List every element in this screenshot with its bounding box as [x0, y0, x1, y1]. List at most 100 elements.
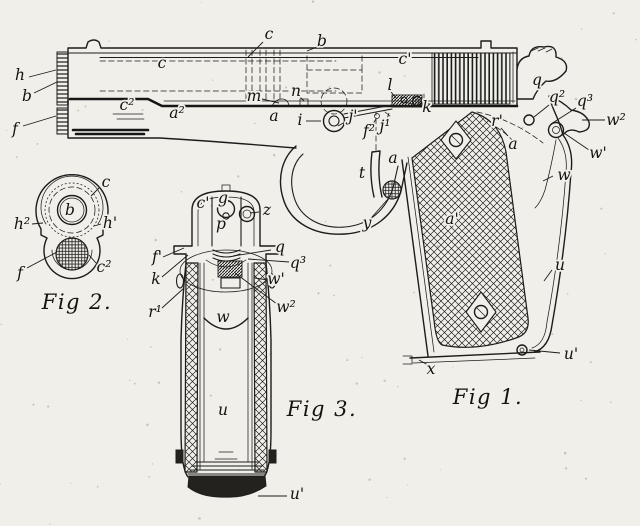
paper-speckle: [317, 292, 320, 295]
grip-panel: [411, 111, 529, 348]
leader-line-fig1-20: [371, 198, 389, 218]
part-label-fig1-5: a²: [169, 104, 184, 122]
part-label-fig1-6: c: [265, 25, 274, 43]
leader-line-fig2-35: [31, 222, 44, 225]
paper-speckle: [211, 278, 214, 281]
paper-speckle: [589, 361, 592, 364]
paper-speckle: [23, 70, 25, 73]
part-label-fig3-48: w': [267, 270, 285, 288]
sear-spring: [384, 93, 425, 117]
part-label-fig1-18: t: [359, 164, 366, 182]
c2-underline: [112, 113, 145, 120]
paper-speckle: [49, 523, 51, 525]
leader-line-fig1-32: [418, 359, 429, 366]
backstrap-inner: [531, 137, 567, 349]
part-label-fig3-45: r¹: [148, 303, 162, 321]
paper-speckle: [564, 467, 568, 470]
paper-speckle: [439, 469, 441, 471]
recoil-plug-front: [56, 107, 69, 135]
safety-lock-pin-center: [552, 126, 560, 134]
safety-lock-pin: [547, 121, 565, 139]
barrel-bushing-front: [56, 51, 69, 106]
grip-screw-top-slot: [451, 135, 461, 145]
paper-speckle: [108, 40, 110, 42]
fig3-grip-rear-view: [173, 184, 279, 498]
paper-speckle: [96, 485, 99, 488]
paper-speckle: [36, 142, 39, 145]
leader-line-fig1-6: [247, 41, 264, 58]
fig2-muzzle-front-view: [35, 174, 109, 280]
part-label-fig1-25: w²: [606, 111, 625, 129]
paper-speckle: [150, 346, 152, 348]
part-label-fig1-10: n: [291, 82, 301, 100]
leader-line-fig1-10: [299, 96, 305, 102]
paper-speckle: [68, 44, 70, 46]
leader-line-fig3-46: [232, 249, 272, 257]
paper-speckle: [146, 423, 149, 427]
front-strap-inner: [407, 156, 435, 353]
fig2-inner-arc: [40, 175, 104, 225]
part-label-fig3-51: u: [218, 401, 228, 419]
fig2-barrel-bore: [59, 197, 85, 223]
leader-line-fig1-14: [370, 118, 377, 128]
fig3-base-nub-right: [268, 449, 277, 464]
front-strap: [401, 159, 429, 357]
leader-line-fig1-30: [543, 269, 553, 282]
frame-front-shadow: [71, 128, 150, 136]
paper-speckle: [148, 475, 151, 478]
paper-speckle: [154, 238, 157, 242]
fig3-inner-walls: [199, 262, 253, 471]
leader-line-fig1-0: [28, 69, 57, 78]
paper-speckle: [15, 156, 18, 159]
paper-speckle: [521, 126, 524, 129]
paper-speckle: [386, 496, 388, 499]
part-label-fig1-24: r': [491, 112, 503, 130]
firing-pin-circle: [216, 199, 236, 219]
part-label-fig1-19: a: [388, 149, 397, 167]
leader-line-fig3-43: [162, 247, 185, 258]
paper-speckle: [151, 463, 154, 465]
paper-speckle: [346, 359, 349, 362]
paper-speckle: [209, 394, 212, 397]
paper-speckle: [566, 293, 569, 295]
paper-speckle: [328, 86, 331, 88]
fig3-grip-hatch-right: [253, 262, 268, 473]
fig2-outline: [35, 174, 109, 280]
paper-speckle: [378, 71, 381, 74]
part-label-fig1-2: f: [11, 120, 21, 138]
part-label-fig1-8: c': [399, 50, 412, 68]
fig3-grip-left-edge: [180, 262, 189, 478]
paper-speckle: [563, 451, 567, 455]
disconnector-block: [299, 98, 309, 107]
leader-line-fig3-42: [249, 211, 260, 214]
paper-speckle: [49, 213, 51, 215]
leader-line-fig2-33: [90, 187, 100, 197]
paper-speckle: [32, 403, 35, 406]
part-label-fig2-34: b: [65, 201, 75, 219]
leader-line-fig1-31: [528, 349, 561, 354]
fig1-pistol-side-view: [56, 39, 590, 365]
hammer-pin-center: [414, 98, 420, 104]
barrel-hidden-lines: [99, 60, 337, 92]
fig3-caption: Fig 3.: [286, 397, 357, 421]
chamber-hidden: [306, 52, 363, 94]
leader-line-fig3-47: [247, 258, 290, 263]
leader-line-fig3-49: [234, 272, 278, 305]
leader-line-fig2-37: [26, 251, 58, 269]
paper-speckle: [407, 484, 409, 486]
paper-speckle: [604, 252, 606, 255]
part-label-fig3-44: k: [151, 270, 160, 288]
paper-speckle: [284, 86, 287, 89]
extractor-circle: [238, 205, 256, 223]
fig2-plug-ring: [51, 249, 93, 271]
paper-speckle: [77, 109, 80, 112]
part-label-fig1-16: l: [388, 76, 393, 94]
part-label-fig2-35: h²: [14, 215, 30, 233]
paper-speckle: [584, 477, 587, 480]
part-label-fig3-52: u': [290, 485, 304, 503]
fig2-barrel-outer: [56, 194, 88, 226]
paper-speckle: [47, 405, 50, 408]
paper-speckle: [133, 382, 136, 385]
fig3-housing-bottom-arc: [203, 317, 249, 330]
